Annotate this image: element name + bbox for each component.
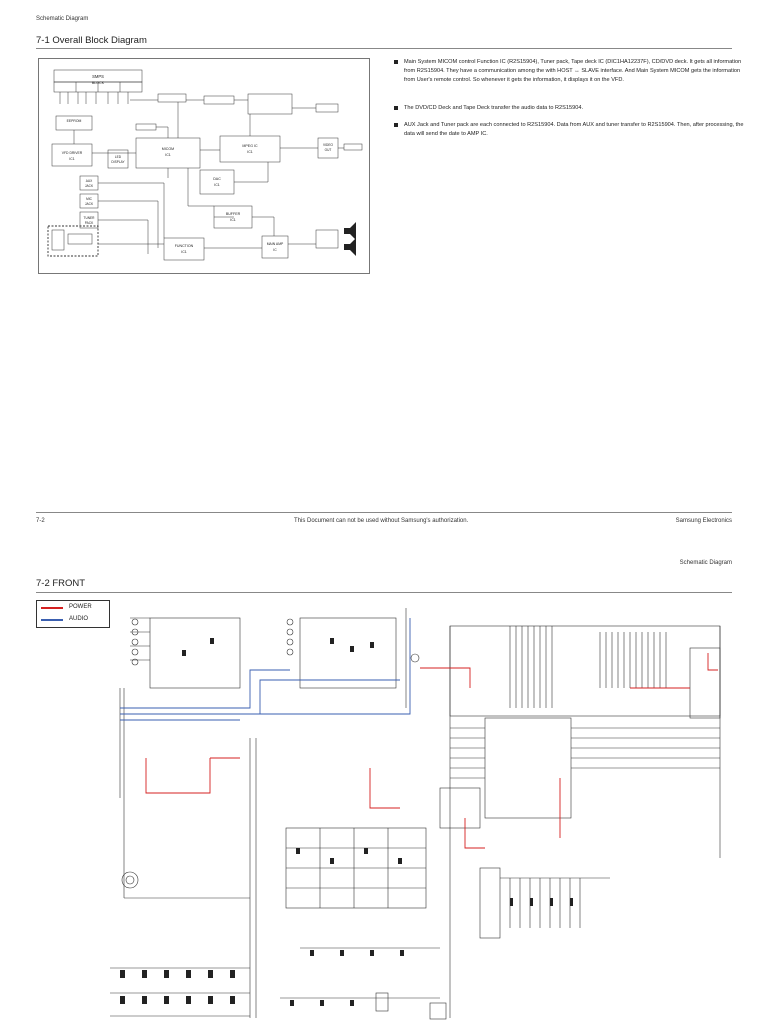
footer-rule bbox=[36, 512, 732, 513]
footer-page-number: 7-2 bbox=[36, 518, 45, 524]
note-3: AUX Jack and Tuner pack are each connect… bbox=[394, 121, 744, 139]
bullet-icon bbox=[394, 106, 398, 110]
note-2: The DVD/CD Deck and Tape Deck transfer t… bbox=[394, 104, 744, 113]
legend-audio-swatch bbox=[41, 619, 63, 621]
block-function-label: FUNCTION bbox=[175, 244, 194, 248]
front-schematic bbox=[110, 608, 721, 1020]
note-2-text: The DVD/CD Deck and Tape Deck transfer t… bbox=[404, 105, 583, 111]
block-smps-label: SMPS bbox=[92, 74, 104, 79]
svg-text:OUT: OUT bbox=[325, 148, 332, 152]
note-3-text: AUX Jack and Tuner pack are each connect… bbox=[404, 122, 744, 137]
legend-audio-label: AUDIO bbox=[69, 616, 89, 622]
section-title-front: 7-2 FRONT bbox=[36, 578, 86, 589]
svg-text:IC1: IC1 bbox=[247, 150, 253, 154]
svg-text:IC1: IC1 bbox=[181, 250, 187, 254]
svg-text:PACK: PACK bbox=[85, 221, 94, 225]
svg-text:IC1: IC1 bbox=[165, 153, 171, 157]
legend-power-label: POWER bbox=[69, 604, 92, 610]
legend-power-swatch bbox=[41, 607, 63, 609]
svg-text:DISPLAY: DISPLAY bbox=[111, 160, 125, 164]
svg-text:IC1: IC1 bbox=[69, 157, 74, 161]
block-amp-label: MAIN AMP bbox=[267, 242, 284, 246]
svg-text:JACK: JACK bbox=[85, 202, 94, 206]
bullet-icon bbox=[394, 60, 398, 64]
section-rule bbox=[36, 48, 732, 49]
block-video-label: VIDEO bbox=[323, 143, 333, 147]
bullet-icon bbox=[394, 123, 398, 127]
block-mic-label: MIC bbox=[86, 197, 93, 201]
note-1-text: Main System MICOM control Function IC (R… bbox=[404, 59, 742, 83]
section-rule-front bbox=[36, 592, 732, 593]
footer-notice: This Document can not be used without Sa… bbox=[294, 518, 469, 524]
svg-text:IC: IC bbox=[273, 248, 277, 252]
svg-text:BLOCK: BLOCK bbox=[92, 81, 105, 85]
block-micom-label: MICOM bbox=[162, 147, 174, 151]
block-mpeg-label: MPEG IC bbox=[242, 144, 258, 148]
note-1: Main System MICOM control Function IC (R… bbox=[394, 58, 744, 85]
block-aux-label: AUX bbox=[86, 179, 93, 183]
svg-text:IC1: IC1 bbox=[214, 183, 220, 187]
block-eeprom-label: EEPROM bbox=[67, 119, 82, 123]
overall-block-diagram: SMPS BLOCK EEPROM VFD DRIVER IC1 MICOM I… bbox=[38, 58, 370, 274]
block-led-label: LED bbox=[115, 155, 122, 159]
page-header-right: Schematic Diagram bbox=[679, 560, 732, 566]
section-title-block-diagram: 7-1 Overall Block Diagram bbox=[36, 35, 147, 46]
footer-company: Samsung Electronics bbox=[675, 518, 732, 524]
block-dac-label: DAC bbox=[213, 177, 221, 181]
block-buffer-label: BUFFER bbox=[226, 212, 241, 216]
svg-text:JACK: JACK bbox=[85, 184, 94, 188]
page-header-left: Schematic Diagram bbox=[36, 16, 89, 22]
svg-text:IC1: IC1 bbox=[230, 218, 236, 222]
legend: POWER AUDIO bbox=[36, 600, 110, 628]
block-tuner-label: TUNER bbox=[84, 216, 96, 220]
block-vfd-label: VFD DRIVER bbox=[62, 151, 83, 155]
